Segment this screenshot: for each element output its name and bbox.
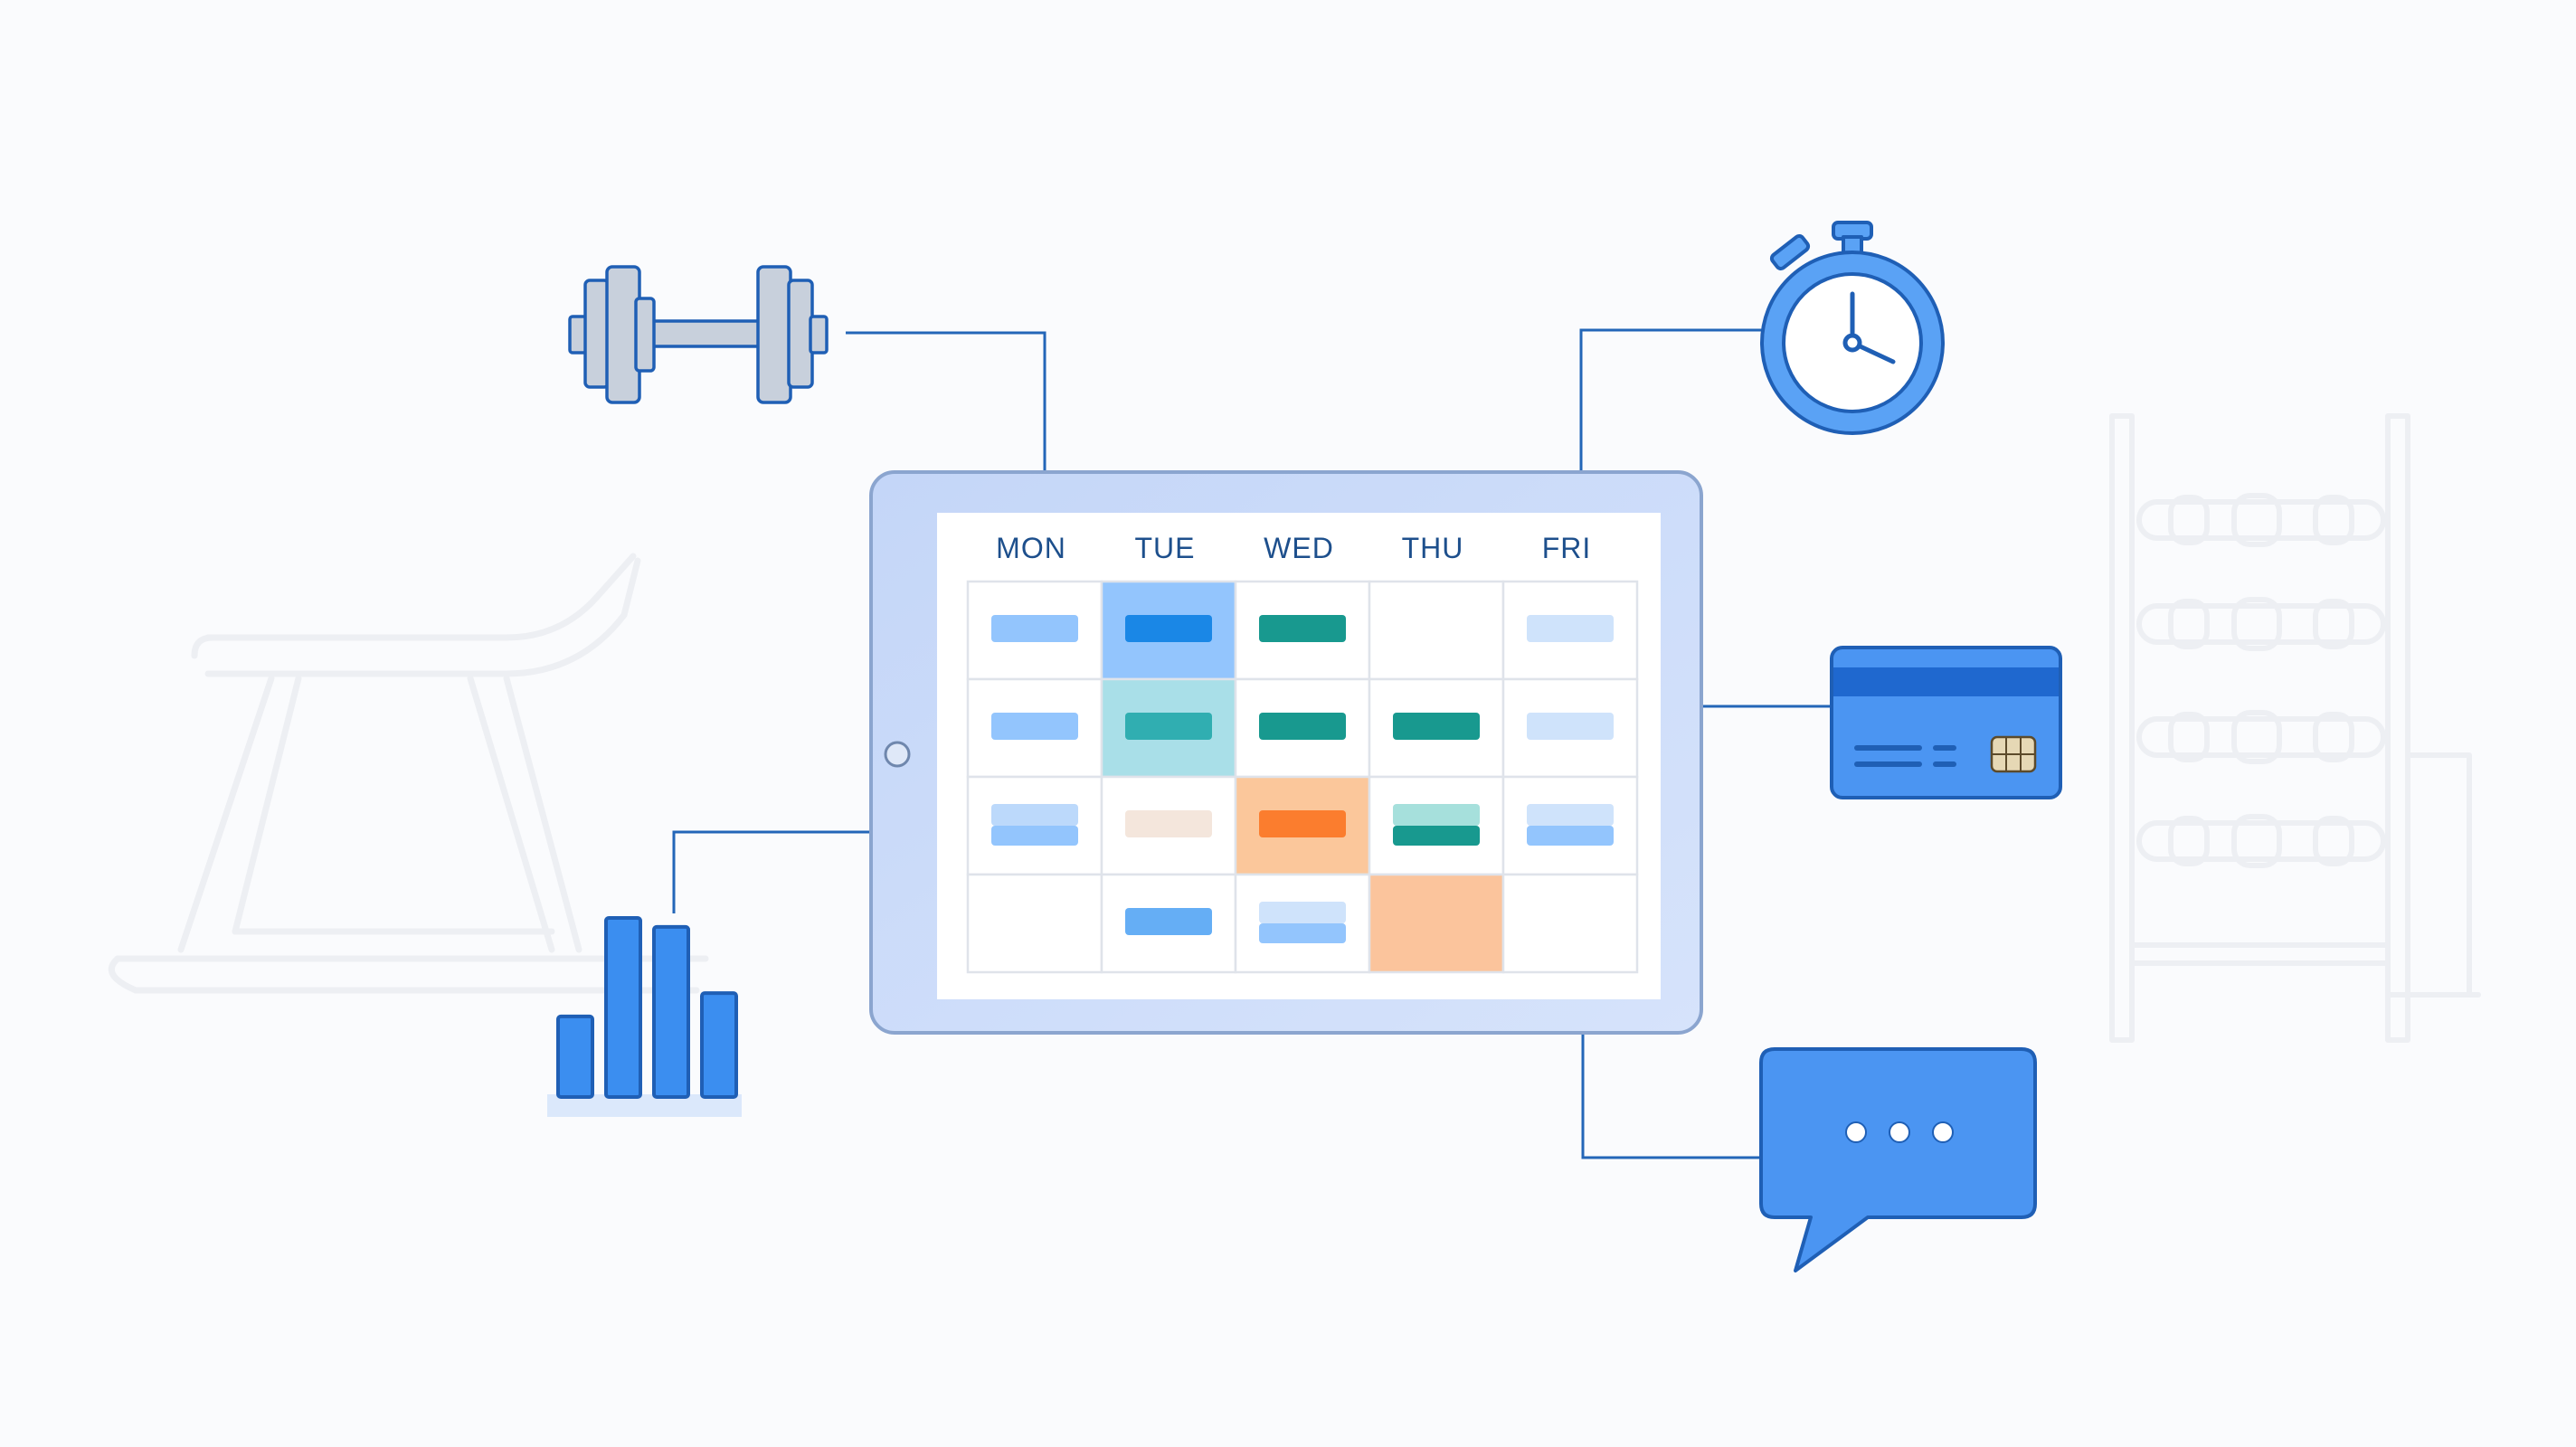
event-block[interactable] (1259, 810, 1346, 837)
calendar-cell-mon-4[interactable] (966, 873, 1103, 974)
day-header-wed: WED (1264, 532, 1334, 564)
stopwatch-connector (1579, 328, 1764, 508)
calendar-grid (966, 580, 1639, 974)
event-block[interactable] (1259, 615, 1346, 642)
event-block[interactable] (1527, 804, 1614, 826)
chart-connector (672, 830, 904, 913)
event-block[interactable] (1125, 713, 1212, 740)
event-block[interactable] (1125, 908, 1212, 935)
event-block[interactable] (1125, 615, 1212, 642)
event-block[interactable] (991, 826, 1078, 846)
event-block[interactable] (991, 804, 1078, 826)
event-block[interactable] (1393, 713, 1480, 740)
chat-bubble-icon (1759, 1047, 2037, 1272)
chat-connector (1581, 1016, 1759, 1159)
day-header-tue: TUE (1134, 532, 1196, 564)
bar-chart-bar (652, 924, 690, 1100)
calendar-cell-thu-4[interactable] (1368, 873, 1505, 974)
day-header-fri: FRI (1541, 532, 1592, 564)
bar-chart-bar (604, 916, 642, 1099)
bar-chart-bar (700, 991, 738, 1100)
event-block[interactable] (991, 713, 1078, 740)
event-block[interactable] (1527, 615, 1614, 642)
event-block[interactable] (1259, 923, 1346, 943)
event-block[interactable] (1259, 902, 1346, 923)
dumbbell-rack-icon (2109, 413, 2481, 1043)
bar-chart-icon (547, 916, 742, 1117)
event-block[interactable] (1527, 713, 1614, 740)
chat-dot (1845, 1121, 1867, 1143)
event-block[interactable] (991, 615, 1078, 642)
dumbbell-icon (568, 265, 829, 404)
event-block[interactable] (1393, 826, 1480, 846)
chat-dot (1889, 1121, 1910, 1143)
dumbbell-connector (846, 331, 1046, 496)
stopwatch-icon (1760, 221, 1945, 435)
treadmill-icon (108, 553, 709, 994)
tablet-home-button[interactable] (884, 741, 911, 768)
chat-dot (1932, 1121, 1954, 1143)
credit-card-icon (1830, 646, 2062, 799)
event-block[interactable] (1125, 810, 1212, 837)
bar-chart-bar (556, 1014, 594, 1100)
day-header-mon: MON (996, 532, 1066, 564)
event-block[interactable] (1393, 804, 1480, 826)
day-header-thu: THU (1401, 532, 1464, 564)
event-block[interactable] (1527, 826, 1614, 846)
calendar-cell-fri-4[interactable] (1501, 873, 1639, 974)
event-block[interactable] (1259, 713, 1346, 740)
